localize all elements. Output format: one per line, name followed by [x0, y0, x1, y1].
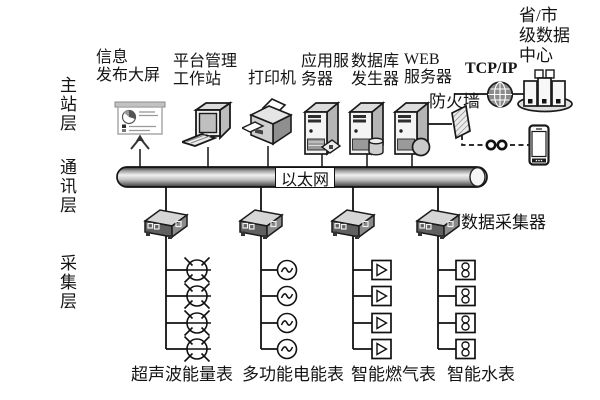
label-tcpip: TCP/IP — [465, 60, 518, 77]
data-collector-icon — [414, 206, 462, 240]
display-board-icon — [112, 94, 168, 152]
printer-icon — [240, 98, 298, 152]
label-gas-meters: 智能燃气表 — [351, 365, 436, 384]
label-firewall: 防火墙 — [429, 92, 480, 111]
pipe-end-cap — [469, 166, 486, 187]
label-datacenter: 省/市 级数据 中心 — [519, 6, 570, 65]
gas-meter-icon — [371, 338, 392, 360]
label-app-server: 应用服 务器 — [301, 53, 350, 88]
phone-icon — [528, 124, 550, 167]
ultrasonic-meter-icon — [183, 335, 211, 363]
electric-meter-icon — [276, 259, 298, 281]
layer-label-comm: 通讯层 — [57, 158, 76, 215]
database-adornment — [368, 141, 384, 156]
ultrasonic-meter-icon — [183, 282, 211, 310]
layer-label-collect: 采集层 — [57, 254, 76, 311]
label-electric-meters: 多功能电能表 — [242, 365, 344, 384]
water-meter-icon — [455, 338, 476, 360]
label-db-server: 数据库 发生器 — [351, 53, 400, 88]
db-server-icon — [345, 100, 391, 158]
gas-meter-icons — [371, 259, 392, 360]
web-server-icon — [390, 100, 436, 158]
data-collector-icon — [329, 206, 377, 240]
ethernet-label-box: 以太网 — [275, 167, 335, 189]
water-meter-icon — [455, 259, 476, 281]
data-collector-icon — [142, 206, 190, 240]
electric-meter-icon — [276, 285, 298, 307]
app-server-icon — [300, 100, 346, 158]
water-meter-icon — [455, 285, 476, 307]
ultrasonic-meter-icon — [183, 309, 211, 337]
ultrasonic-meter-icon — [183, 256, 211, 284]
water-meter-icons — [455, 259, 476, 360]
firewall-icon — [449, 104, 475, 142]
electric-meter-icon — [276, 338, 298, 360]
gas-meter-icon — [371, 285, 392, 307]
label-web-server: WEB 服务器 — [404, 51, 453, 86]
gas-meter-icon — [371, 312, 392, 334]
label-printer: 打印机 — [248, 70, 297, 87]
layer-label-main: 主站层 — [57, 76, 76, 133]
wan-links — [428, 93, 529, 146]
electric-meter-icon — [276, 312, 298, 334]
globe-icon — [486, 81, 514, 109]
label-info-screen: 信息 发布大屏 — [96, 49, 161, 84]
label-workstation: 平台管理 工作站 — [173, 53, 238, 88]
ultrasonic-meter-icons — [183, 256, 211, 363]
electric-meter-icons — [276, 259, 298, 360]
collector-links — [165, 187, 456, 350]
remote-link-icon — [484, 138, 510, 152]
gas-meter-icon — [371, 259, 392, 281]
device-bus-links — [139, 146, 413, 168]
label-ultrasonic-meters: 超声波能量表 — [131, 365, 233, 384]
sphere-adornment — [411, 137, 431, 157]
label-water-meters: 智能水表 — [447, 365, 515, 384]
label-data-collector: 数据采集器 — [461, 213, 546, 232]
workstation-icon — [179, 98, 236, 150]
data-collector-icon — [237, 206, 285, 240]
water-meter-icon — [455, 312, 476, 334]
dashed-firewall-link — [461, 135, 484, 146]
datacenter-icon — [516, 68, 574, 114]
